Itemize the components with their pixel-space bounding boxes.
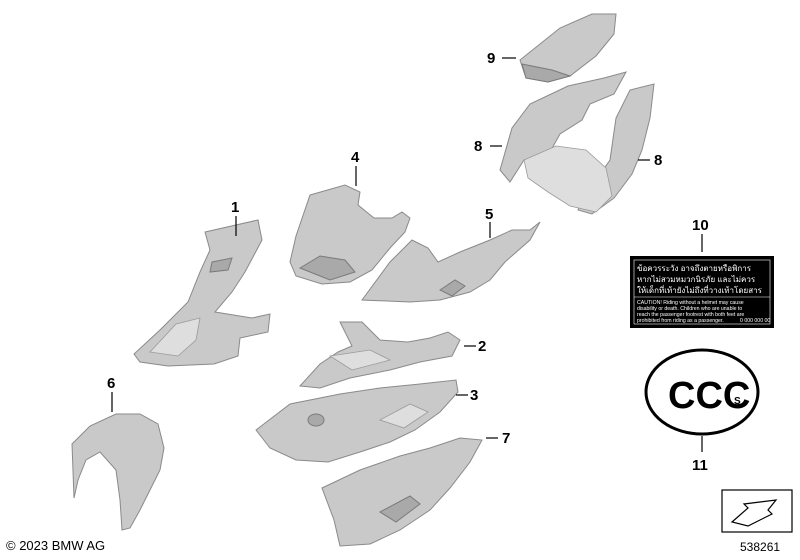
callout-9: 9 (487, 50, 495, 67)
callout-8-left: 8 (474, 138, 482, 155)
part-1-side-panel (133, 219, 271, 367)
callout-6: 6 (107, 375, 115, 392)
part-7-belly-pan (321, 437, 483, 547)
callout-labels: 1 2 3 4 5 6 7 8 8 9 10 11 (107, 50, 709, 474)
callout-10: 10 (692, 217, 709, 234)
part-3-side-fairing (255, 379, 459, 463)
callout-11: 11 (692, 457, 708, 474)
part-4-tank-cover (289, 184, 411, 285)
warning-part-code: 0 000 000 00 (740, 318, 770, 324)
part-9-seat-cowl (519, 13, 617, 83)
warning-english-line-1: CAUTION! Riding without a helmet may cau… (637, 300, 744, 306)
callout-3: 3 (470, 387, 478, 404)
callout-5: 5 (485, 206, 493, 223)
ccc-letters: CCC (668, 375, 750, 417)
warning-english-line-4: prohibited from riding as a passenger. (637, 318, 724, 324)
copyright-text: © 2023 BMW AG (6, 538, 106, 553)
callout-2: 2 (478, 338, 486, 355)
warning-english-line-3: reach the passenger footrest with both f… (637, 312, 744, 318)
callout-4: 4 (351, 149, 360, 166)
warning-thai-line-2: หากไม่สวมหมวกนิรภัย และไม่ควร (637, 275, 756, 284)
warning-english-line-2: disability or death. Children who are un… (637, 306, 742, 312)
warning-label: ข้อควรระวัง อาจถึงตายหรือพิการ หากไม่สวม… (630, 256, 774, 328)
ccc-suffix: S (734, 396, 741, 407)
diagram-number: 538261 (740, 540, 781, 554)
part-6-front-fender (71, 413, 165, 531)
part-5-side-trim (361, 221, 541, 303)
part-8-tail-section (499, 71, 655, 215)
callout-1: 1 (231, 199, 239, 216)
leader-lines (111, 57, 703, 452)
warning-thai-line-1: ข้อควรระวัง อาจถึงตายหรือพิการ (637, 264, 752, 273)
ccc-certification-mark: CCC S (644, 348, 760, 436)
orientation-arrow-icon (721, 489, 793, 533)
part-2-inner-panel (298, 321, 461, 389)
callout-7: 7 (502, 430, 510, 447)
warning-thai-line-3: ให้เด็กที่เท้ายังไม่ถึงที่วางเท้าโดยสาร (637, 284, 763, 295)
callout-8-right: 8 (654, 152, 662, 169)
